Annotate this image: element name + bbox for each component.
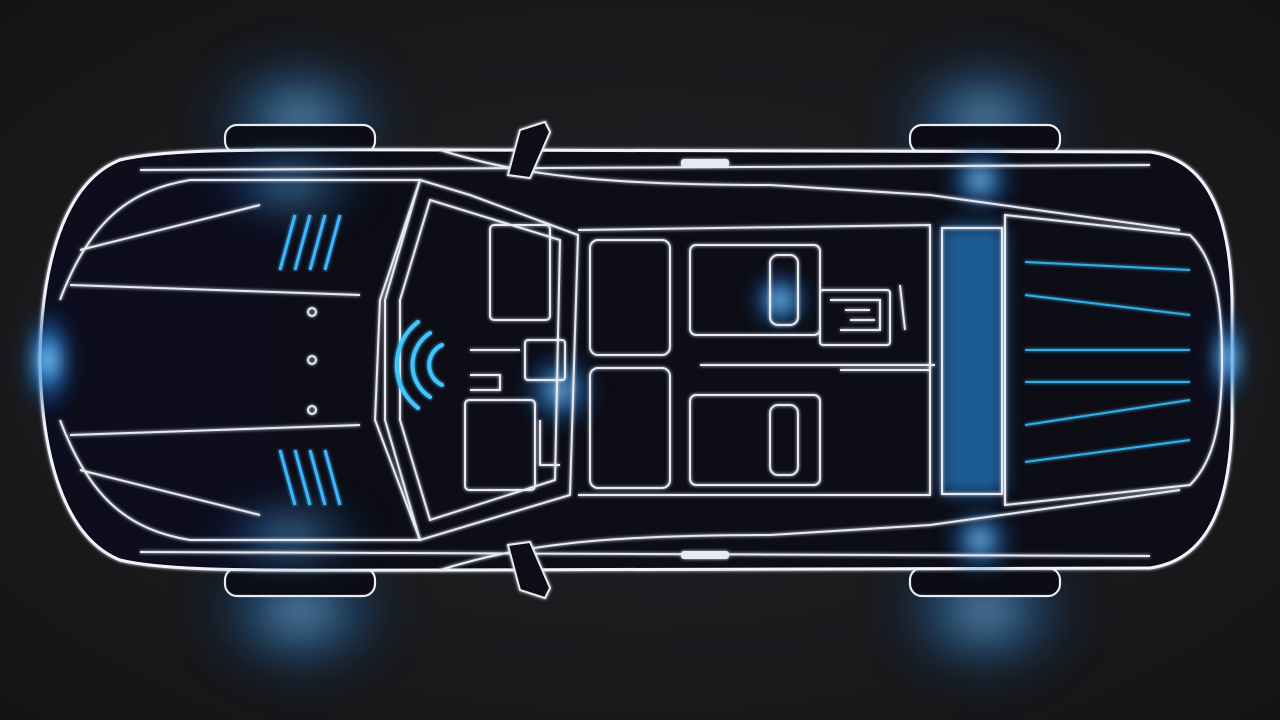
side-sill-top xyxy=(139,164,1151,171)
console xyxy=(769,254,799,326)
windshield-frame xyxy=(384,178,580,542)
taillight-glow xyxy=(1206,303,1250,413)
hood-dot-2 xyxy=(307,355,317,365)
console-2 xyxy=(769,404,799,476)
roof-line-top xyxy=(439,149,1181,231)
rear-module xyxy=(819,289,891,346)
seat-front-right xyxy=(589,367,671,489)
mirror-left xyxy=(506,120,552,180)
rear-deck xyxy=(1004,213,1224,507)
seat-rear-right xyxy=(689,394,821,486)
center-module xyxy=(524,339,566,381)
front-circuit xyxy=(470,349,560,466)
front-hood-glow-top xyxy=(200,145,380,225)
air-vent-icon xyxy=(278,449,342,506)
front-hood-glow-bottom xyxy=(200,495,380,575)
hood-crease-top xyxy=(69,284,361,296)
dashboard-block-2 xyxy=(489,224,551,321)
mirror-right xyxy=(506,540,552,600)
air-vent-icon xyxy=(278,214,342,271)
windshield-inner xyxy=(399,198,562,522)
seat-front-left xyxy=(589,239,671,356)
interior-glow-2 xyxy=(515,345,605,435)
roof-line-bottom xyxy=(439,489,1181,571)
panel-lines xyxy=(59,120,1224,600)
cabin-outline xyxy=(577,223,931,496)
hood-dot-1 xyxy=(307,307,317,317)
hood-crease-bottom xyxy=(69,424,361,436)
rear-circuit xyxy=(830,284,906,331)
hood-line-top xyxy=(79,204,261,251)
wireless-signal-icon xyxy=(394,320,444,410)
rear-light-bar-glow xyxy=(940,225,1005,495)
side-sill-bottom xyxy=(139,551,1151,557)
cabin-divider xyxy=(700,364,935,371)
rear-pillar-glow-top xyxy=(940,140,1020,220)
headlight-glow xyxy=(18,300,78,420)
hood-outline xyxy=(59,179,422,541)
door-handle-top xyxy=(681,159,729,167)
rear-light-bar xyxy=(941,227,1003,495)
door-handle-bottom xyxy=(681,551,729,559)
hood-dot-3 xyxy=(307,405,317,415)
rear-accent-lines xyxy=(1024,261,1191,463)
dashboard-block xyxy=(464,399,536,491)
hood-line-bottom xyxy=(79,469,261,516)
rear-pillar-glow-bottom xyxy=(940,500,1020,580)
